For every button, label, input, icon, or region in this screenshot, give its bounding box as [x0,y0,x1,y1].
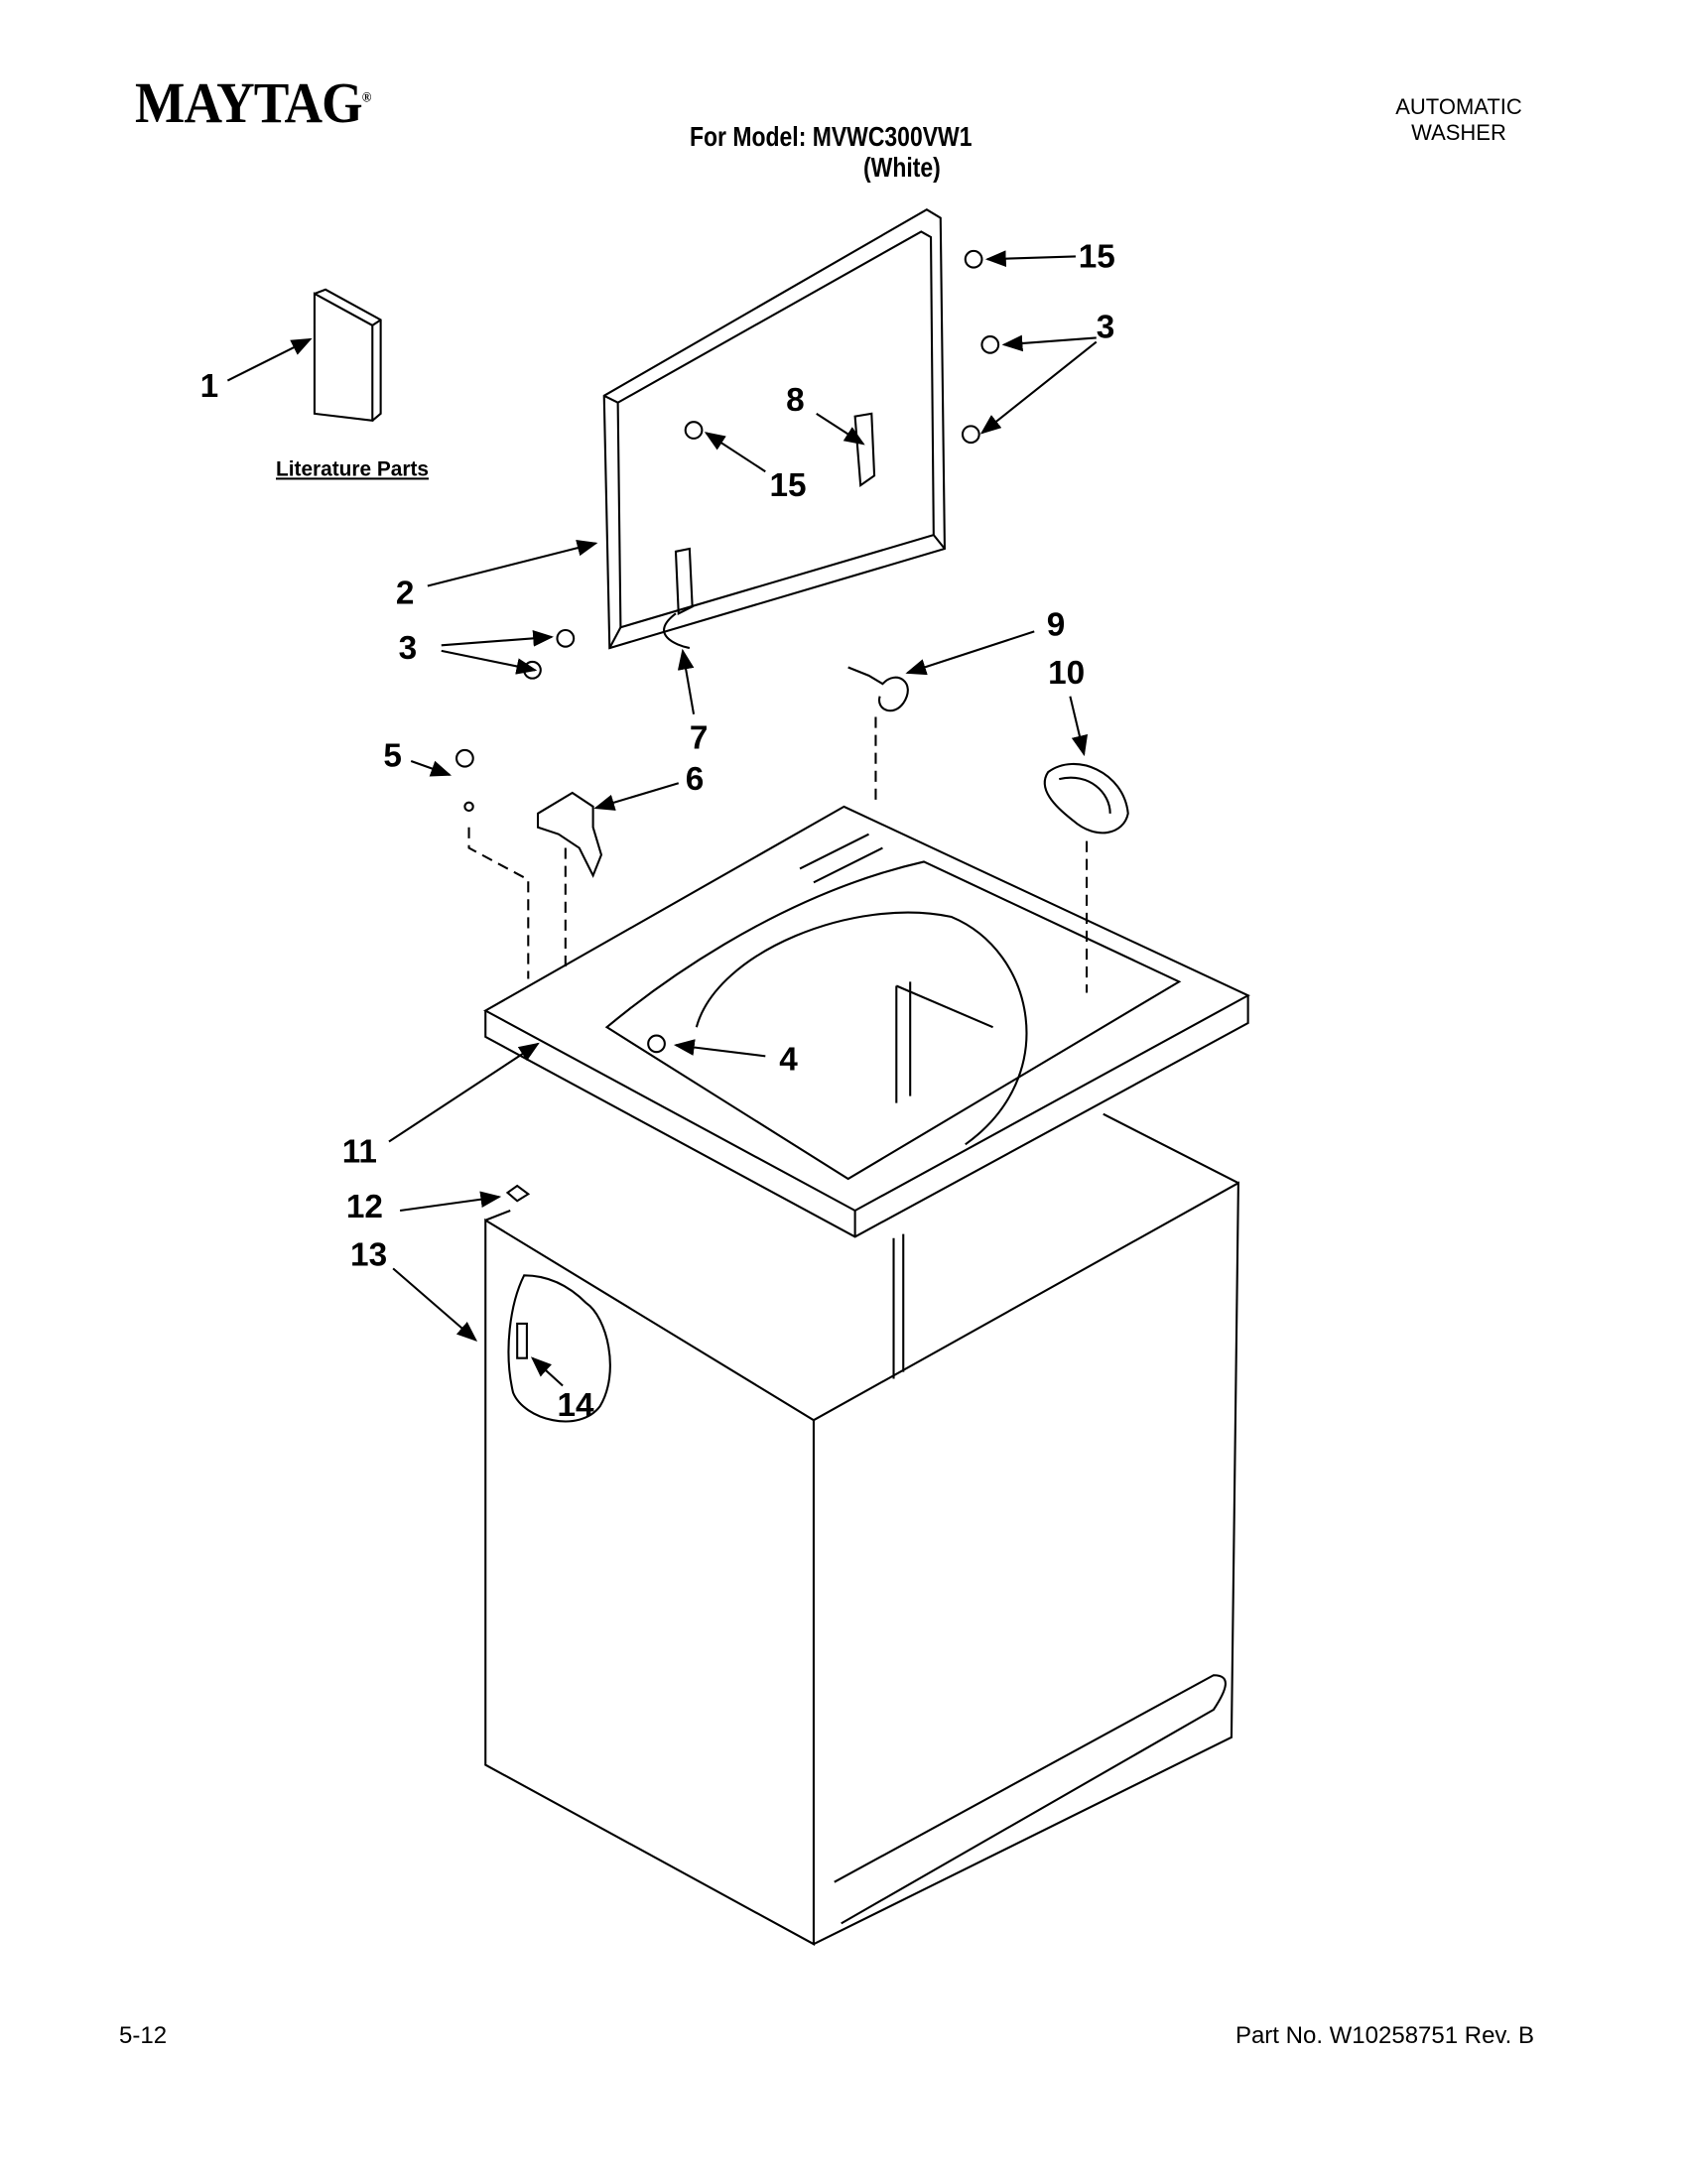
product-type-line1: AUTOMATIC [1395,94,1522,119]
product-type: AUTOMATIC WASHER [1369,94,1548,146]
callout-12: 12 [346,1189,383,1225]
callout-3a: 3 [1097,309,1115,345]
callout-1: 1 [200,368,219,405]
top-panel [483,805,1250,1238]
lid [602,207,946,650]
lid-switch [536,791,603,878]
model-title: For Model: MVWC300VW1 [690,121,973,152]
page-number: 5-12 [119,2022,168,2049]
callout-6: 6 [686,761,705,798]
lid-strap [663,612,691,650]
assembly-leaders [467,716,1089,993]
literature-parts-label: Literature Parts [276,457,429,480]
callout-labels: 1 15 3 8 15 2 3 7 9 10 5 6 4 11 12 13 14 [200,239,1115,1424]
callout-5: 5 [383,738,402,775]
model-color: (White) [863,152,941,183]
callout-15b: 15 [769,467,806,504]
part-number: Part No. W10258751 Rev. B [1234,2022,1534,2049]
cabinet [484,1112,1239,1946]
wire-clip [847,666,909,712]
callout-8: 8 [786,382,805,419]
dispenser [1043,762,1129,835]
callout-arrows [226,250,1098,1387]
callout-13: 13 [350,1237,387,1274]
callout-9: 9 [1047,607,1066,644]
screws [455,249,1000,813]
literature-booklet [313,288,382,422]
callout-15a: 15 [1079,239,1115,276]
callout-2: 2 [396,576,415,612]
callout-14: 14 [557,1387,594,1424]
callout-7: 7 [690,720,709,757]
product-type-line2: WASHER [1411,120,1506,145]
brand-text: MAYTAG [135,70,363,135]
callout-11: 11 [342,1133,377,1170]
brand-logo: MAYTAG® [135,70,371,135]
callout-3b: 3 [399,630,418,667]
callout-10: 10 [1048,655,1085,692]
callout-4: 4 [779,1041,798,1078]
